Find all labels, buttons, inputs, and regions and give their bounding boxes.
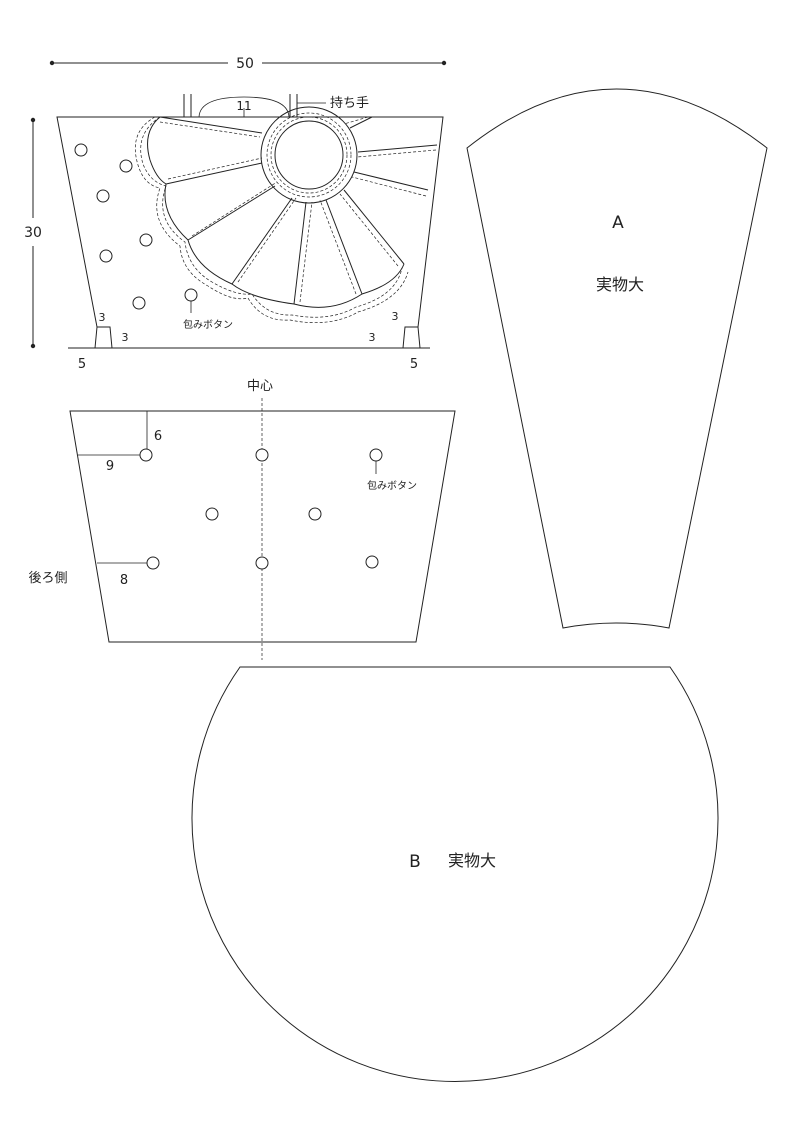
pattern-b-letter: B (409, 852, 421, 872)
height-dimension: 30 (24, 117, 42, 349)
handle-length-label: 11 (236, 99, 251, 113)
tuck-out-right-label: 3 (369, 331, 376, 344)
tuck-in-left-label: 3 (99, 311, 106, 324)
back-top-offset-label: 6 (154, 429, 162, 444)
base-left-label: 5 (78, 357, 86, 372)
front-button-label: 包みボタン (183, 318, 233, 331)
button-icon (146, 556, 160, 570)
button-icon (119, 159, 133, 173)
base-right-label: 5 (410, 357, 418, 372)
button-icon (99, 249, 113, 263)
width-dimension: 50 (49, 56, 447, 72)
front-buttons: 包みボタン (74, 143, 233, 331)
pattern-b-note: 実物大 (448, 851, 496, 870)
back-side-label: 後ろ側 (28, 571, 67, 586)
button-icon (132, 296, 146, 310)
back-panel-outline (69, 410, 456, 643)
center-label: 中心 (247, 379, 273, 394)
pattern-piece-a: A 実物大 (466, 88, 768, 629)
fan-flower-applique (134, 106, 438, 324)
button-icon (255, 556, 269, 570)
tuck-out-left-label: 3 (122, 331, 129, 344)
back-side-offset-label: 9 (106, 459, 114, 474)
button-icon (96, 189, 110, 203)
front-view: 50 30 11 持ち手 (24, 56, 447, 372)
button-icon (139, 448, 153, 462)
button-icon (369, 448, 383, 462)
back-view: 中心 6 9 8 後ろ側 包みボタン (28, 379, 456, 660)
bag-outline (56, 116, 444, 349)
button-icon (255, 448, 269, 462)
button-icon (205, 507, 219, 521)
handle-label: 持ち手 (330, 96, 369, 111)
back-button-label: 包みボタン (367, 479, 417, 492)
button-icon (139, 233, 153, 247)
button-icon (74, 143, 88, 157)
pattern-piece-b: B 実物大 (191, 666, 719, 1082)
height-label: 30 (24, 225, 42, 241)
pattern-a-letter: A (612, 213, 624, 233)
width-label: 50 (236, 56, 254, 72)
button-icon (365, 555, 379, 569)
tuck-in-right-label: 3 (392, 310, 399, 323)
button-icon (308, 507, 322, 521)
handle: 11 持ち手 (183, 94, 369, 118)
pattern-a-note: 実物大 (596, 275, 644, 294)
back-lower-offset-label: 8 (120, 573, 128, 588)
button-icon (184, 288, 198, 302)
